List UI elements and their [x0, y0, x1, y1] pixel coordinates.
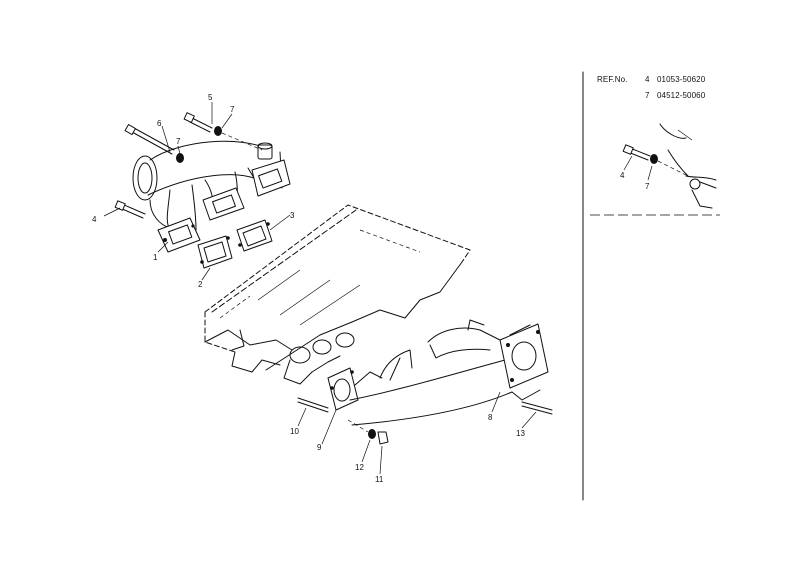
callout-2: 2	[198, 280, 203, 289]
bolt-6	[124, 124, 175, 155]
callout-numbers: 1 2 3 4 5 6 7 7 8 9 10 11 12 13	[92, 93, 525, 484]
leader-lines	[103, 102, 537, 475]
intake-gasket-2	[197, 235, 233, 269]
washer-7b	[214, 126, 222, 136]
callout-1: 1	[153, 253, 158, 262]
callout-9: 9	[317, 443, 322, 452]
inset-callout-4: 4	[620, 171, 625, 180]
ref-row-2-ref: 7	[645, 91, 650, 100]
callout-10: 10	[290, 427, 299, 436]
callout-8: 8	[488, 413, 493, 422]
callout-12: 12	[355, 463, 364, 472]
ref-row-2-part: 04512-50060	[657, 91, 706, 100]
callout-13: 13	[516, 429, 525, 438]
callout-6: 6	[157, 119, 162, 128]
stud-13	[521, 401, 553, 415]
callout-4: 4	[92, 215, 97, 224]
cylinder-head-block	[204, 204, 471, 385]
callout-11: 11	[375, 475, 384, 484]
stud-10	[297, 397, 329, 413]
callout-7a: 7	[230, 105, 235, 114]
inset-panel: 4 7	[582, 71, 720, 501]
nut-11	[377, 431, 389, 445]
ref-row-1-ref: 4	[645, 75, 650, 84]
bolt-4	[114, 200, 146, 219]
nut-12	[368, 429, 376, 439]
callout-7b: 7	[176, 137, 181, 146]
ref-row-1-part: 01053-50620	[657, 75, 706, 84]
intake-gasket-3	[236, 219, 273, 252]
callout-3: 3	[290, 211, 295, 220]
exhaust-manifold	[349, 319, 549, 426]
callout-5: 5	[208, 93, 213, 102]
intake-manifold	[132, 140, 291, 253]
inset-callout-7: 7	[645, 182, 650, 191]
ref-header: REF.No.	[597, 75, 628, 84]
bolt-5	[183, 112, 213, 133]
exhaust-gasket-9	[327, 367, 359, 411]
washer-7a	[176, 153, 184, 163]
